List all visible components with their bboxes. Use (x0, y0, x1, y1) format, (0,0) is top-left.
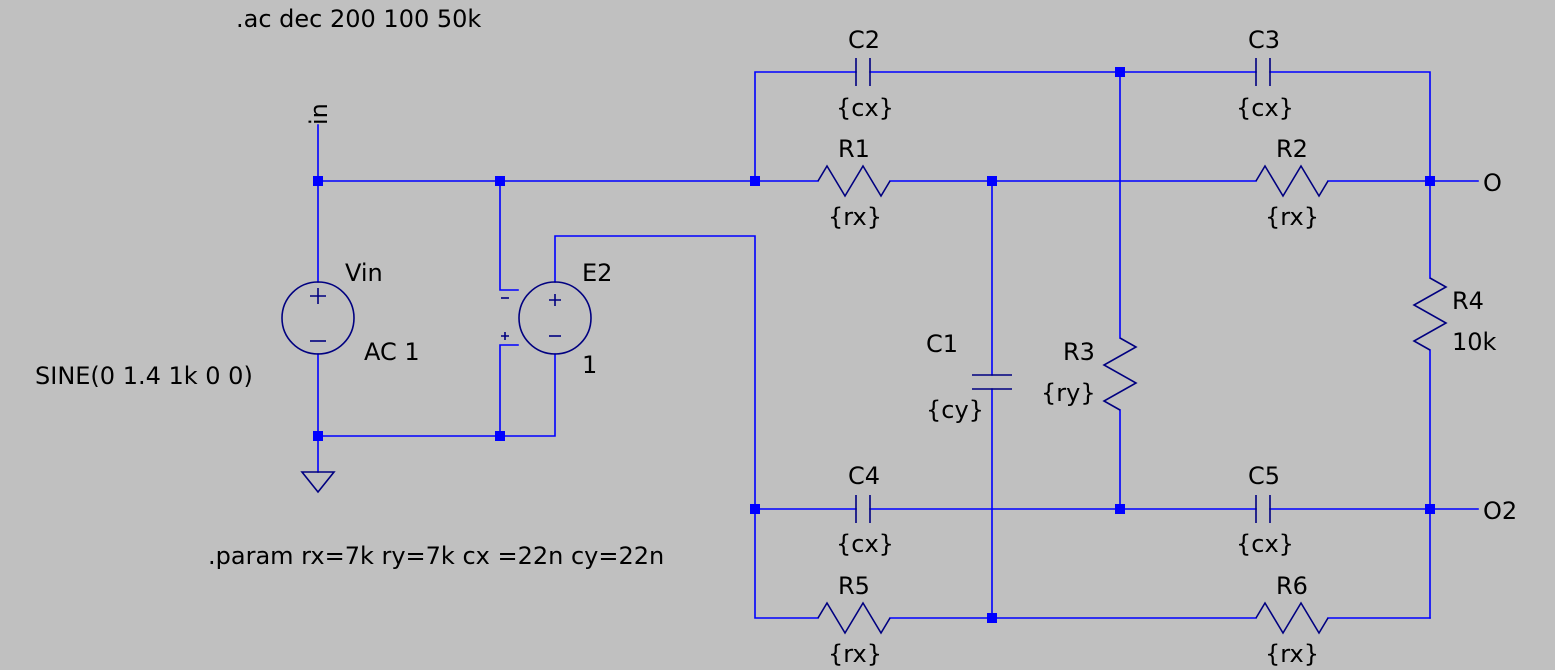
net-label-in: in (305, 103, 333, 125)
vcvs-e2[interactable] (501, 281, 592, 355)
c4-value: {cx} (836, 530, 894, 558)
ac-directive: .ac dec 200 100 50k (236, 5, 481, 33)
vin-source-spec: SINE(0 1.4 1k 0 0) (35, 362, 253, 390)
capacitor-c2[interactable] (855, 58, 871, 86)
r6-name: R6 (1276, 572, 1308, 600)
labels: .ac dec 200 100 50k .param rx=7k ry=7k c… (35, 5, 1517, 668)
c2-value: {cx} (836, 94, 894, 122)
r4-name: R4 (1452, 287, 1484, 315)
c3-name: C3 (1248, 26, 1280, 54)
voltage-source-vin[interactable] (281, 281, 355, 355)
r4-value: 10k (1452, 328, 1497, 356)
c5-value: {cx} (1236, 530, 1294, 558)
c4-name: C4 (848, 462, 880, 490)
r2-value: {rx} (1265, 203, 1319, 231)
resistor-r4[interactable] (1412, 277, 1448, 351)
capacitor-c3[interactable] (1255, 58, 1271, 86)
r6-value: {rx} (1265, 640, 1319, 668)
ground-symbol (300, 471, 336, 494)
r3-value: {ry} (1041, 379, 1096, 407)
net-label-o: O (1483, 169, 1502, 197)
vin-name: Vin (345, 259, 383, 287)
r1-name: R1 (838, 135, 870, 163)
r3-name: R3 (1063, 338, 1095, 366)
c2-name: C2 (848, 26, 880, 54)
resistor-r5[interactable] (817, 601, 891, 635)
c5-name: C5 (1248, 462, 1280, 490)
capacitor-c5[interactable] (1255, 495, 1271, 523)
net-label-o2: O2 (1483, 497, 1517, 525)
r1-value: {rx} (828, 203, 882, 231)
vin-ac-value: AC 1 (364, 338, 420, 366)
r5-value: {rx} (828, 640, 882, 668)
wires (317, 71, 1479, 619)
resistor-r2[interactable] (1255, 164, 1329, 198)
c1-name: C1 (926, 330, 958, 358)
c1-value: {cy} (926, 396, 984, 424)
junctions (313, 67, 1435, 623)
capacitor-c1[interactable] (972, 374, 1012, 390)
e2-name: E2 (582, 259, 612, 287)
e2-gain: 1 (582, 351, 597, 379)
capacitor-c4[interactable] (855, 495, 871, 523)
resistor-r1[interactable] (817, 164, 891, 198)
r5-name: R5 (838, 572, 870, 600)
resistor-r3[interactable] (1102, 337, 1138, 411)
param-directive: .param rx=7k ry=7k cx =22n cy=22n (208, 542, 664, 570)
c3-value: {cx} (1236, 94, 1294, 122)
resistor-r6[interactable] (1255, 601, 1329, 635)
r2-name: R2 (1276, 135, 1308, 163)
